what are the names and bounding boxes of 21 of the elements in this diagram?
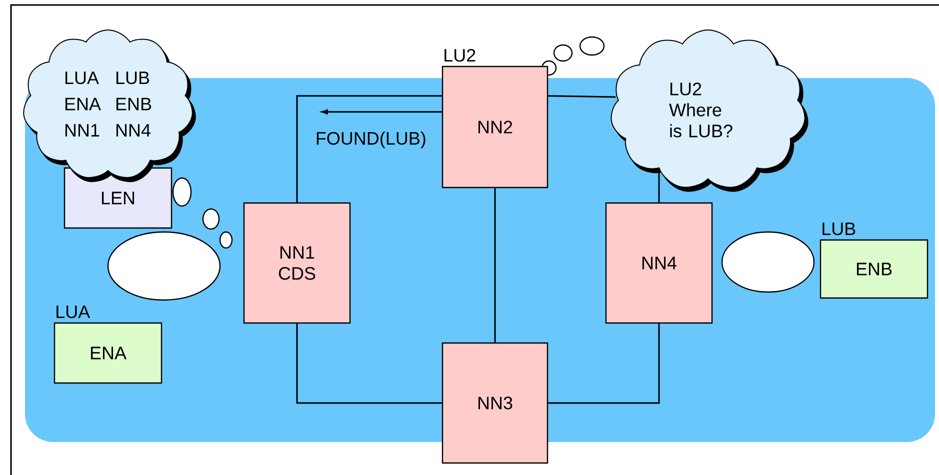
node-caption: LU2: [444, 48, 476, 62]
node-box: NN1 CDS: [243, 202, 351, 324]
connector-line: [296, 324, 442, 404]
thought-cloud: LUA LUB ENA ENB NN1 NN4: [23, 30, 196, 182]
connector-line: [658, 172, 660, 202]
connector-line: [548, 95, 616, 98]
node-caption: LUB: [822, 222, 856, 236]
connector-line: [548, 324, 660, 404]
thought-cloud: LU2 Where is LUB?: [610, 30, 808, 192]
connector-line: [296, 95, 442, 202]
connector-line: [494, 188, 496, 342]
node-caption: LUA: [56, 306, 90, 318]
node-box: NN3: [442, 342, 548, 464]
node-box: NN2: [442, 66, 548, 188]
arrow: [322, 109, 442, 114]
thought-ellipse: [721, 231, 815, 293]
node-box: ENA: [54, 322, 162, 384]
node-box: ENB: [820, 239, 928, 299]
node-box: NN4: [605, 202, 713, 324]
thought-ellipse: [107, 231, 221, 301]
edge-label: FOUND(LUB): [314, 130, 428, 150]
